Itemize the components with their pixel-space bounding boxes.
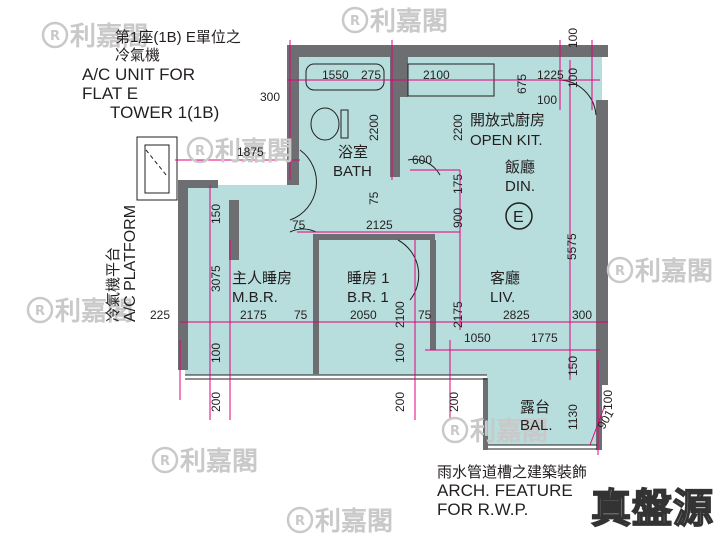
dim-2200-a: 2200	[367, 114, 381, 141]
balcony-en: BAL.	[520, 417, 553, 434]
arch-feature-en2: FOR R.W.P.	[437, 500, 528, 519]
watermarks: R 利嘉閣 R 利嘉閣 R 利嘉閣 R 利嘉閣 R 利嘉閣 R 利嘉閣 R 利嘉…	[26, 6, 713, 537]
dim-2825: 2825	[503, 308, 530, 322]
dim-275: 275	[361, 68, 381, 82]
brand-logo-text: 真盤源	[590, 485, 714, 533]
watermark-text: 利嘉閣	[55, 297, 133, 327]
kitchen-en: OPEN KIT.	[470, 132, 543, 149]
watermark-text: 利嘉閣	[215, 137, 293, 167]
watermark-text: 利嘉閣	[635, 257, 713, 287]
arch-feature-note: 雨水管道槽之建築裝飾 ARCH. FEATURE FOR R.W.P.	[437, 463, 587, 519]
watermark-logo: R	[35, 304, 45, 319]
kitchen-zh: 開放式廚房	[470, 111, 545, 129]
dim-300-a: 300	[260, 90, 280, 104]
ac-unit-note: 第1座(1B) E單位之 冷氣機 A/C UNIT FOR FLAT E TOW…	[82, 28, 241, 122]
br1-zh: 睡房 1	[347, 270, 390, 287]
ac-platform-label: 冷氣機平台 A/C PLATFORM	[105, 205, 139, 322]
watermark-logo: R	[615, 264, 625, 279]
watermark-text: 利嘉閣	[70, 22, 148, 52]
watermark-text: 利嘉閣	[180, 447, 258, 477]
living-en: LIV.	[490, 289, 515, 306]
dim-600: 600	[412, 153, 432, 167]
flat-id: E	[513, 209, 524, 226]
dim-100-d: 100	[209, 343, 223, 363]
dim-900: 900	[451, 208, 465, 228]
dimension-lines	[175, 40, 608, 455]
vertical-dimension-labels: 100 675 100 2200 2200 75 175 150 900 557…	[209, 28, 617, 432]
dim-75-b: 75	[292, 218, 306, 232]
room-labels: 浴室 BATH 開放式廚房 OPEN KIT. 飯廳 DIN. E 主人睡房 M…	[232, 111, 553, 434]
dim-2200-b: 2200	[451, 114, 465, 141]
dim-1775: 1775	[531, 331, 558, 345]
dim-75-d: 75	[418, 308, 432, 322]
arch-feature-zh: 雨水管道槽之建築裝飾	[437, 463, 587, 481]
watermark-logo: R	[160, 454, 170, 469]
dim-200-c: 200	[447, 392, 461, 412]
ac-unit-line1: 第1座(1B) E單位之	[115, 28, 241, 46]
dim-100-a: 100	[566, 28, 580, 48]
dim-100-e: 100	[393, 343, 407, 363]
dim-150-b: 150	[566, 356, 580, 376]
watermark-text: 利嘉閣	[370, 7, 448, 37]
dim-675: 675	[515, 74, 529, 94]
dim-1130: 1130	[566, 404, 580, 430]
dim-100-c: 100	[566, 68, 580, 88]
dim-3075: 3075	[209, 265, 223, 292]
bath-zh: 浴室	[338, 144, 368, 161]
ac-unit-line5: TOWER 1(1B)	[110, 103, 219, 122]
ac-platform-zh: 冷氣機平台	[105, 247, 122, 322]
dining-en: DIN.	[505, 178, 535, 195]
dim-2050: 2050	[350, 308, 377, 322]
dim-200-b: 200	[393, 392, 407, 412]
watermark-text: 利嘉閣	[315, 507, 393, 537]
watermark-logo: R	[350, 14, 360, 29]
watermark-text: 利嘉閣	[470, 417, 548, 447]
dim-5575: 5575	[565, 233, 579, 260]
mbr-zh: 主人睡房	[232, 270, 292, 287]
br1-en: B.R. 1	[347, 289, 389, 306]
balcony-zh: 露台	[520, 399, 550, 416]
dim-100-f: 100	[601, 390, 615, 410]
dim-1050: 1050	[464, 331, 491, 345]
dim-150-a: 150	[209, 204, 223, 224]
dim-1225: 1225	[537, 68, 564, 82]
dimension-labels: 1550 275 2100 1225 300 100 1875 600 75 2…	[150, 68, 592, 345]
dim-1550: 1550	[322, 68, 349, 82]
dim-300-b: 300	[572, 308, 592, 322]
dim-225: 225	[150, 308, 170, 322]
dim-100-b: 100	[537, 93, 557, 107]
ac-unit-line3: A/C UNIT FOR	[82, 65, 195, 84]
flat-id-circle	[505, 202, 533, 230]
mbr-en: M.B.R.	[232, 289, 278, 306]
dim-2100: 2100	[423, 68, 450, 82]
dim-2100-c: 2100	[393, 301, 407, 328]
bath-en: BATH	[333, 163, 372, 180]
living-zh: 客廳	[490, 269, 520, 287]
dim-1875: 1875	[237, 145, 264, 159]
watermark-logo: R	[195, 144, 205, 159]
ac-unit-line2: 冷氣機	[115, 47, 160, 64]
dim-75-c: 75	[294, 308, 308, 322]
ac-platform-en: A/C PLATFORM	[122, 205, 139, 322]
watermark-logo: R	[50, 29, 60, 44]
dim-2125: 2125	[366, 218, 393, 232]
ac-unit-line4: FLAT E	[82, 84, 138, 103]
dim-2175-b: 2175	[451, 301, 465, 328]
dim-200-a: 200	[209, 392, 223, 412]
dim-75-a: 75	[367, 191, 381, 205]
dim-2175-a: 2175	[240, 308, 267, 322]
watermark-logo: R	[295, 514, 305, 529]
watermark-logo: R	[450, 424, 460, 439]
dim-175: 175	[451, 174, 465, 194]
dining-zh: 飯廳	[505, 158, 535, 176]
arch-feature-en1: ARCH. FEATURE	[437, 481, 573, 500]
